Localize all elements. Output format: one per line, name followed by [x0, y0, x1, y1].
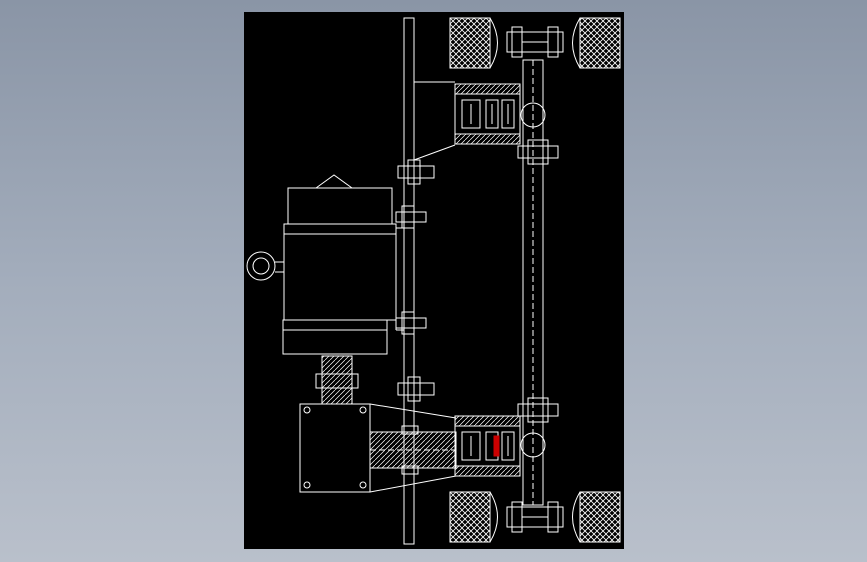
upper-bearing-housing [454, 83, 559, 165]
motor [246, 174, 404, 355]
highlighted-part [493, 435, 500, 457]
motor-bracket [395, 224, 405, 330]
mounting-bolts [395, 159, 435, 475]
bottom-wheel-assembly [449, 491, 621, 543]
lower-bearing-housing [454, 397, 559, 477]
frame-rail [522, 59, 544, 506]
coupling [315, 355, 359, 405]
top-wheel-assembly [449, 17, 621, 69]
top-arm [413, 81, 456, 161]
gearbox [299, 403, 457, 493]
